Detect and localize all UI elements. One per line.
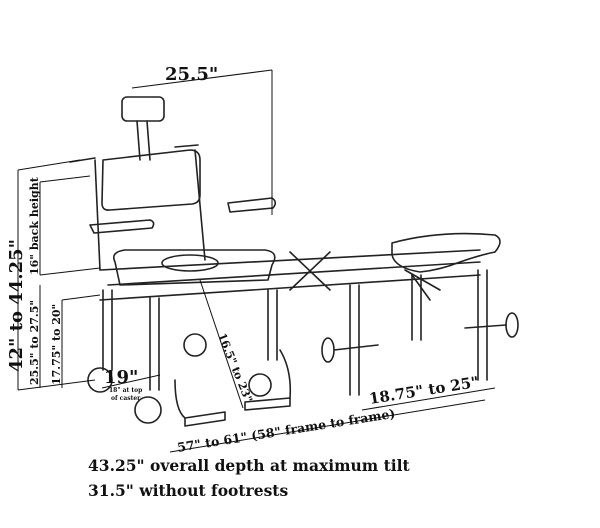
- caster-note-line2: of caster: [111, 395, 141, 402]
- chair-outline: [69, 96, 519, 427]
- dimension-lines: [17, 69, 496, 453]
- armrest-height-label: 25.5" to 27.5": [28, 300, 41, 385]
- caption-max-tilt-depth: 43.25" overall depth at maximum tilt: [88, 456, 410, 475]
- caption-without-footrests: 31.5" without footrests: [88, 481, 289, 500]
- transfer-seat: [391, 232, 501, 273]
- armrest-right: [227, 197, 277, 213]
- caster-width-label: 19": [104, 367, 138, 388]
- headrest-width-label: 25.5": [165, 64, 218, 85]
- caster-note-line1: 18" at top: [109, 387, 142, 394]
- headrest: [121, 96, 165, 122]
- back-height-label: 16" back height: [28, 176, 41, 275]
- transfer-width-label: 18.75" to 25": [368, 373, 480, 408]
- armrest-left: [89, 219, 155, 234]
- footrest-right: [244, 397, 291, 411]
- caster: [87, 367, 113, 393]
- backrest: [101, 149, 201, 211]
- seat-height-label: 17.75" to 20": [50, 304, 63, 385]
- frame-rails: [99, 249, 481, 301]
- overall-height-label: 42" to 44.25": [6, 239, 27, 372]
- seat-to-footrest-label: 16.5" to 23": [215, 331, 255, 404]
- overall-length-label: 57" to 61" (58" frame to frame): [176, 406, 396, 455]
- commode-seat: [112, 249, 276, 286]
- footrest-left: [184, 411, 226, 427]
